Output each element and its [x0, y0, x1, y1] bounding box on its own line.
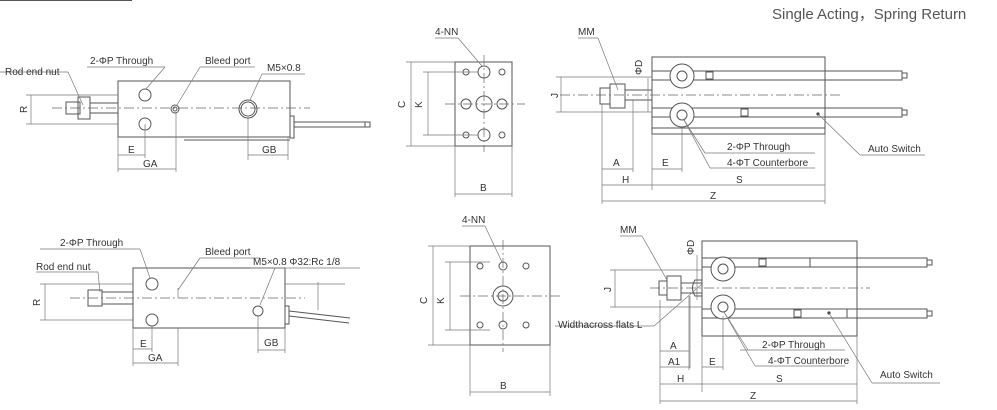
dim-H: H — [622, 175, 629, 186]
piston-rod — [89, 102, 119, 114]
mm-label: MM — [620, 225, 637, 236]
bottom-right-top-view: MM ΦD J Widthacross flats L A A1 H E 2-Φ… — [555, 225, 940, 404]
end-plate — [469, 245, 551, 346]
dim-E: E — [662, 158, 669, 169]
bottom-left-side-view: 2-ΦP Through Bleed port M5×0.8 Φ32:Rc 1/… — [32, 238, 360, 366]
counterbore-label: 4-ΦT Counterbore — [768, 356, 850, 367]
auto-switch-label: Auto Switch — [868, 144, 921, 155]
port-thread-label: M5×0.8 — [267, 63, 301, 74]
dim-A1: A1 — [668, 357, 681, 368]
dim-R: R — [32, 299, 43, 306]
counterbore-label: 4-ΦT Counterbore — [727, 158, 809, 169]
rod-end-nut-label: Rod end nut — [5, 67, 60, 78]
dim-E: E — [128, 145, 135, 156]
dim-R: R — [19, 106, 30, 113]
dim-GA: GA — [148, 353, 163, 364]
dim-K: K — [436, 297, 447, 304]
dim-E: E — [709, 357, 716, 368]
dim-GB: GB — [264, 338, 279, 349]
page-title: Single Acting，Spring Return — [772, 6, 966, 23]
through-hole-label: 2-ΦP Through — [90, 56, 153, 67]
dim-D: ΦD — [634, 60, 645, 75]
dim-J: J — [550, 93, 561, 98]
dim-C: C — [419, 297, 430, 304]
piston-rod — [101, 291, 134, 305]
top-right-top-view: MM ΦD J 2-ΦP Through 4-ΦT Counterbore Au… — [550, 27, 925, 204]
through-hole-label: 2-ΦP Through — [727, 142, 790, 153]
auto-switch-rail-bottom — [701, 308, 928, 319]
dim-A: A — [613, 158, 620, 169]
through-hole-label: 2-ΦP Through — [60, 238, 123, 249]
width-across-flats-label: Widthacross flats L — [558, 320, 643, 331]
dim-S: S — [736, 175, 743, 186]
dim-D: ΦD — [686, 240, 697, 255]
dim-H: H — [677, 374, 684, 385]
dim-S: S — [776, 374, 783, 385]
dim-K: K — [414, 101, 425, 108]
bleed-port-label: Bleed port — [205, 56, 251, 67]
nn-label: 4-NN — [435, 27, 458, 38]
top-mid-end-view: 4-NN C K B — [397, 27, 525, 197]
dim-Z: Z — [750, 391, 756, 402]
nn-label: 4-NN — [462, 215, 485, 226]
rod-end-nut — [609, 83, 626, 109]
rod-end-nut-label: Rod end nut — [36, 262, 91, 273]
dim-A: A — [670, 341, 677, 352]
dim-GA: GA — [143, 159, 158, 170]
dim-E: E — [140, 339, 147, 350]
top-left-side-view: Rod end nut 2-ΦP Through Bleed port M5×0… — [0, 56, 371, 172]
bleed-port-label: Bleed port — [205, 247, 251, 258]
dim-GB: GB — [262, 145, 277, 156]
dim-C: C — [397, 101, 408, 108]
auto-switch-rail-top — [701, 257, 928, 268]
auto-switch-label: Auto Switch — [880, 370, 933, 381]
dim-B: B — [500, 381, 507, 392]
mm-label: MM — [578, 27, 595, 38]
port-thread-label: M5×0.8 Φ32:Rc 1/8 — [253, 257, 341, 268]
cylinder-body — [701, 240, 858, 337]
bottom-mid-end-view: 4-NN C K B — [419, 215, 560, 396]
through-hole-label: 2-ΦP Through — [762, 340, 825, 351]
rod-end — [65, 101, 81, 115]
dim-Z: Z — [710, 191, 716, 202]
dim-J: J — [603, 287, 614, 292]
dim-B: B — [480, 183, 487, 194]
